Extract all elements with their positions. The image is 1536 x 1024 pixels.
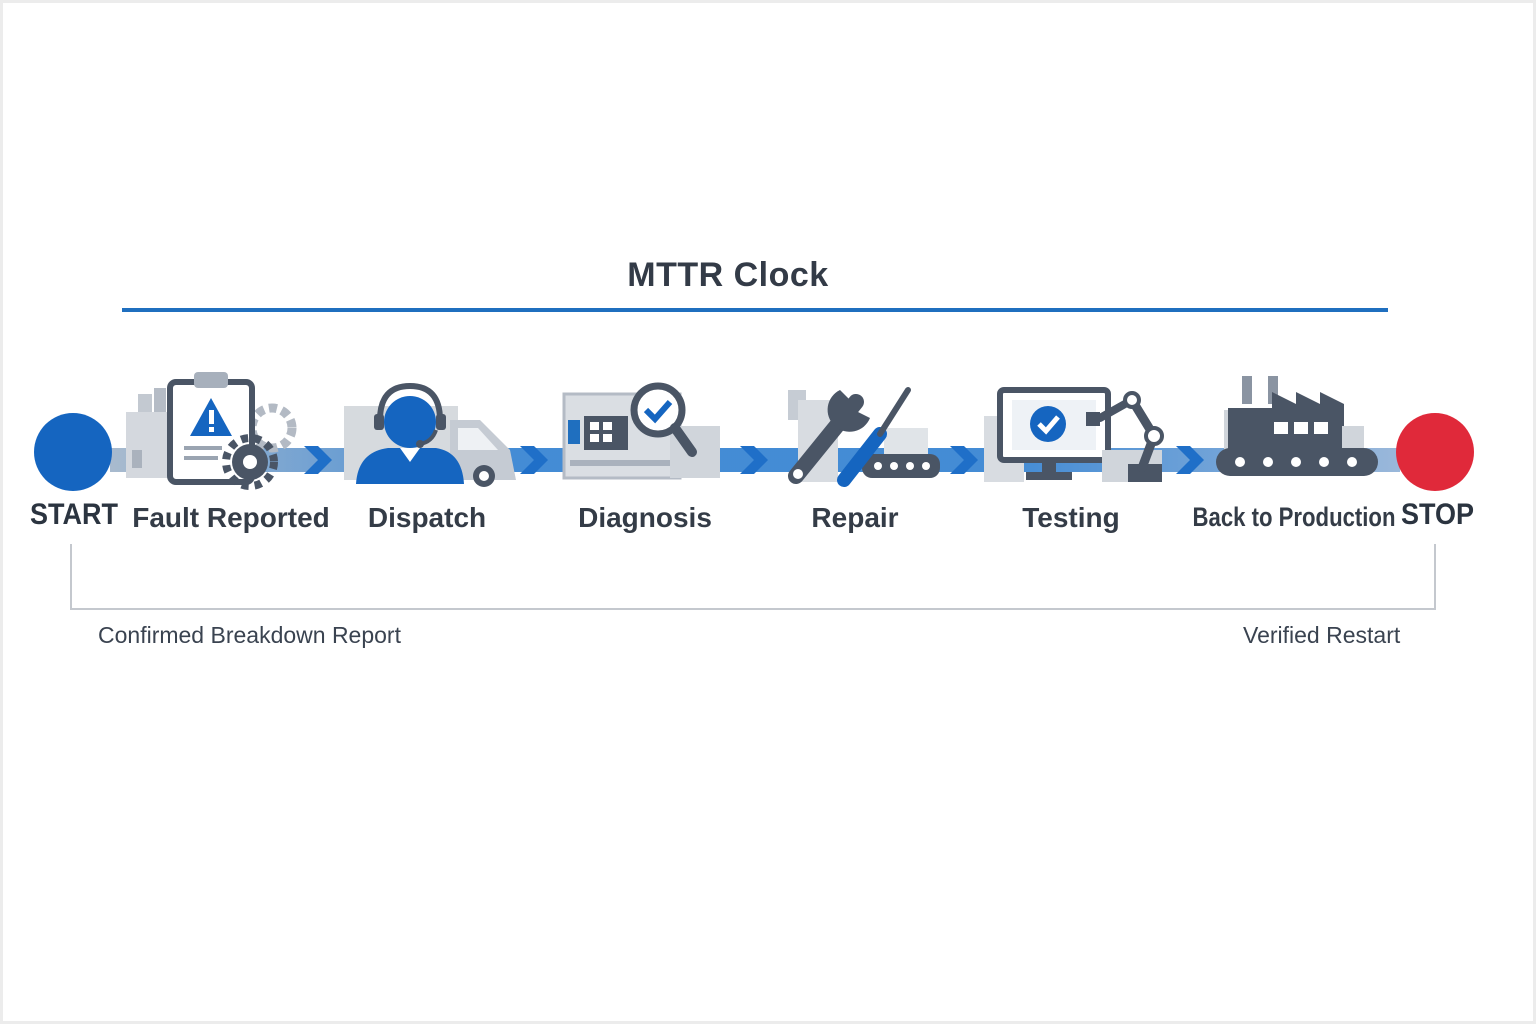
factory-conveyor-icon bbox=[1216, 376, 1378, 476]
wrench-screwdriver-icon bbox=[788, 387, 940, 487]
machine-magnifier-icon bbox=[562, 382, 720, 480]
step-label-repair: Repair bbox=[811, 502, 899, 533]
monitor-robot-arm-icon bbox=[984, 387, 1164, 482]
stop-marker bbox=[1396, 413, 1474, 491]
chevron-1 bbox=[304, 446, 332, 474]
timeline-chevrons bbox=[304, 446, 1204, 474]
step-label-fault-reported: Fault Reported bbox=[132, 502, 330, 533]
title-underline bbox=[122, 308, 1388, 312]
fault-clipboard-gear-icon bbox=[126, 372, 297, 490]
step-label-back-to-production: Back to Production bbox=[1192, 502, 1396, 532]
step-label-diagnosis: Diagnosis bbox=[578, 502, 712, 533]
stop-note: Verified Restart bbox=[1243, 622, 1401, 648]
chevron-4 bbox=[950, 446, 978, 474]
start-label: START bbox=[30, 498, 118, 531]
step-label-testing: Testing bbox=[1022, 502, 1120, 533]
mttr-span-bracket bbox=[70, 544, 1436, 610]
chevron-5 bbox=[1176, 446, 1204, 474]
chevron-3 bbox=[740, 446, 768, 474]
step-label-dispatch: Dispatch bbox=[367, 502, 487, 533]
start-marker bbox=[34, 413, 112, 491]
stop-label: STOP bbox=[1401, 498, 1475, 531]
technician-van-icon bbox=[344, 382, 516, 487]
start-note: Confirmed Breakdown Report bbox=[98, 622, 401, 648]
diagram-title: MTTR Clock bbox=[627, 256, 829, 294]
chevron-2 bbox=[520, 446, 548, 474]
